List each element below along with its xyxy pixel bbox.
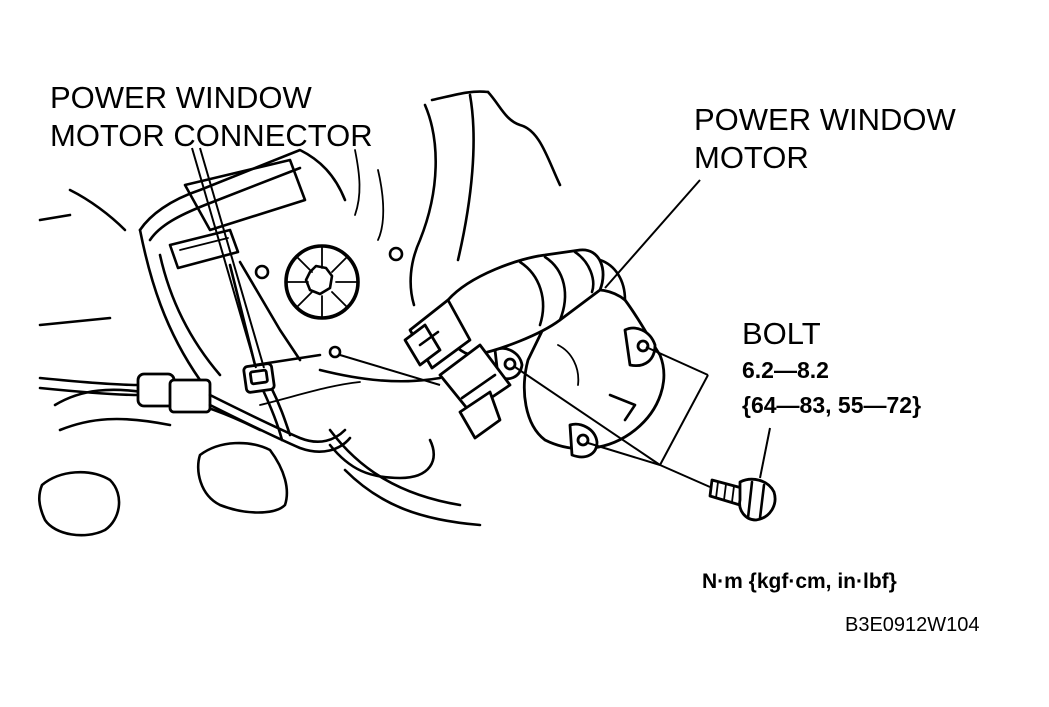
bolt-torque-other-units: {64—83, 55—72} <box>742 392 921 418</box>
bolt <box>708 477 777 522</box>
figure-code: B3E0912W104 <box>845 614 980 636</box>
connector-label-line1: POWER WINDOW <box>50 80 312 115</box>
leader-lines <box>191 147 771 488</box>
units-legend: N·m {kgf·cm, in·lbf} <box>702 570 897 593</box>
bolt-torque-nm: 6.2—8.2 <box>742 357 829 383</box>
motor-label-line1: POWER WINDOW <box>694 102 956 137</box>
speaker-grille <box>284 244 360 320</box>
connector-label-line2: MOTOR CONNECTOR <box>50 118 373 153</box>
motor-connector <box>242 362 276 394</box>
motor-label-line2: MOTOR <box>694 140 809 175</box>
wiring-harness <box>38 362 352 453</box>
bolt-label: BOLT <box>742 316 821 351</box>
power-window-motor <box>403 248 666 459</box>
